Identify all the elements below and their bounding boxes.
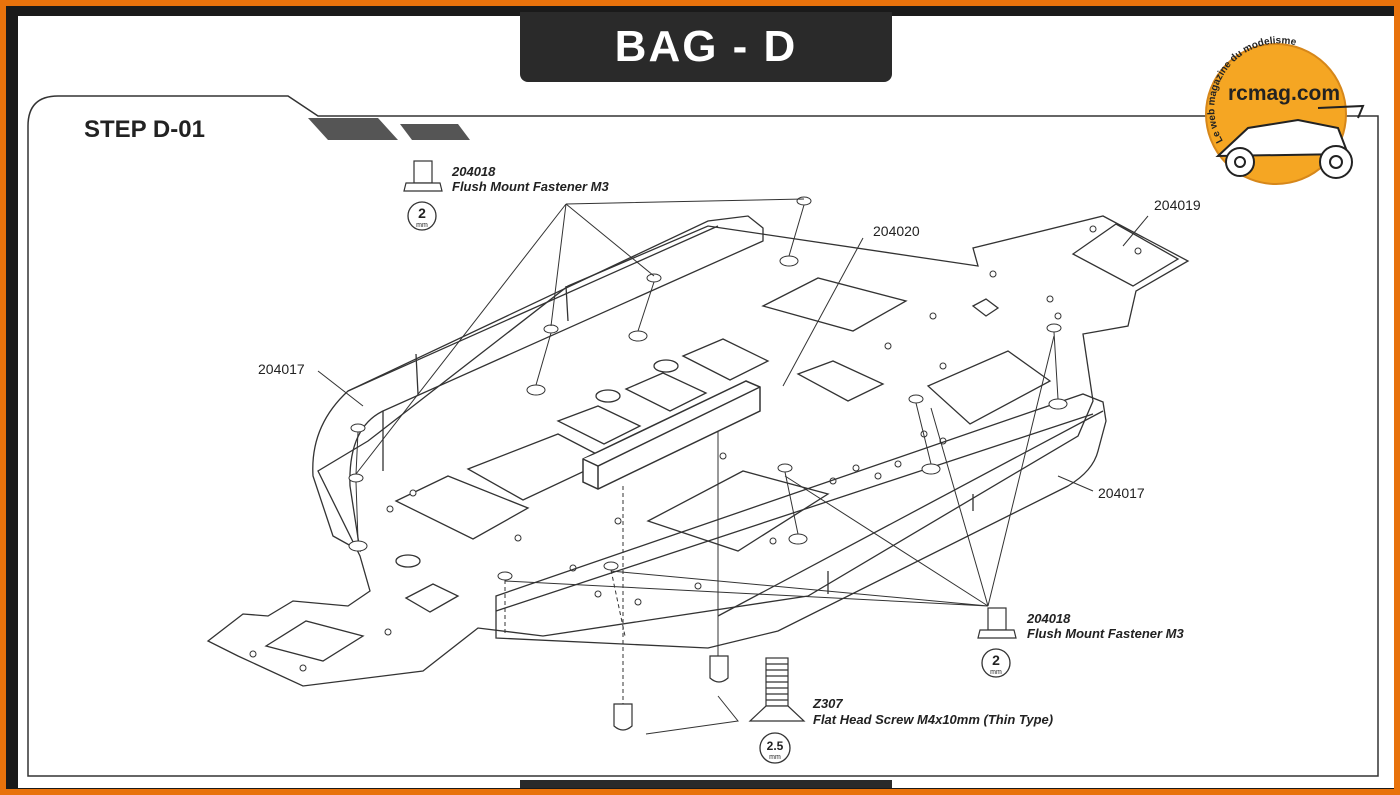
callout-brace: 204020 [873, 223, 920, 239]
bottom-tab [520, 780, 892, 788]
tool-bottom-value: 2 [992, 652, 1000, 668]
screw-z307-callout: Z307 Flat Head Screw M4x10mm (Thin Type)… [748, 657, 1053, 764]
step-hatch-decoration [308, 118, 470, 140]
assembly-diagram: STEP D-01 rcmag.com Le web magazine du m… [27, 35, 1379, 777]
fastener-bottom-part-no: 204018 [1026, 611, 1071, 626]
side-guard-right [495, 393, 1107, 649]
manual-page: BAG - D STEP D-01 rcmag.com Le web magaz… [18, 12, 1394, 788]
hex-key-2-5mm-icon: 2.5 mm [759, 732, 791, 764]
callout-side-guard-left: 204017 [258, 361, 305, 377]
fastener-top-callout: 204018 Flush Mount Fastener M3 2 mm [403, 160, 610, 231]
fastener-top-description: Flush Mount Fastener M3 [452, 179, 610, 194]
hex-key-2mm-icon-top: 2 mm [407, 201, 437, 231]
screw-part-no: Z307 [812, 696, 843, 711]
logo-brand: rcmag.com [1228, 82, 1340, 105]
tool-top-value: 2 [418, 205, 426, 221]
insertion-lines [317, 198, 1149, 735]
bag-title: BAG - D [614, 22, 798, 71]
tool-bottom-unit: mm [990, 669, 1002, 676]
flat-head-screw-icon [748, 657, 806, 722]
callout-chassis-plate: 204019 [1154, 197, 1201, 213]
flush-fastener-icon [977, 607, 1017, 639]
fastener-bottom-description: Flush Mount Fastener M3 [1027, 626, 1185, 641]
step-title: STEP D-01 [84, 116, 205, 143]
callout-side-guard-right: 204017 [1098, 485, 1145, 501]
brace-204020 [582, 380, 761, 490]
hex-key-2mm-icon-bottom: 2 mm [981, 648, 1011, 678]
logo-car-icon [1215, 104, 1365, 179]
bag-header-tab: BAG - D [520, 12, 892, 82]
tool-screw-value: 2.5 [767, 739, 784, 753]
fastener-top-part-no: 204018 [451, 164, 496, 179]
tool-top-unit: mm [416, 222, 428, 229]
flush-fastener-icon [403, 160, 443, 192]
bottom-screws [613, 655, 729, 731]
rcmag-logo: rcmag.com Le web magazine du modelisme [1205, 35, 1365, 185]
screw-description: Flat Head Screw M4x10mm (Thin Type) [813, 712, 1053, 727]
fastener-bottom-callout: 204018 Flush Mount Fastener M3 2 mm [977, 607, 1185, 678]
tool-screw-unit: mm [769, 754, 781, 761]
side-guard-left [312, 215, 764, 553]
step-panel-border [27, 95, 1379, 777]
